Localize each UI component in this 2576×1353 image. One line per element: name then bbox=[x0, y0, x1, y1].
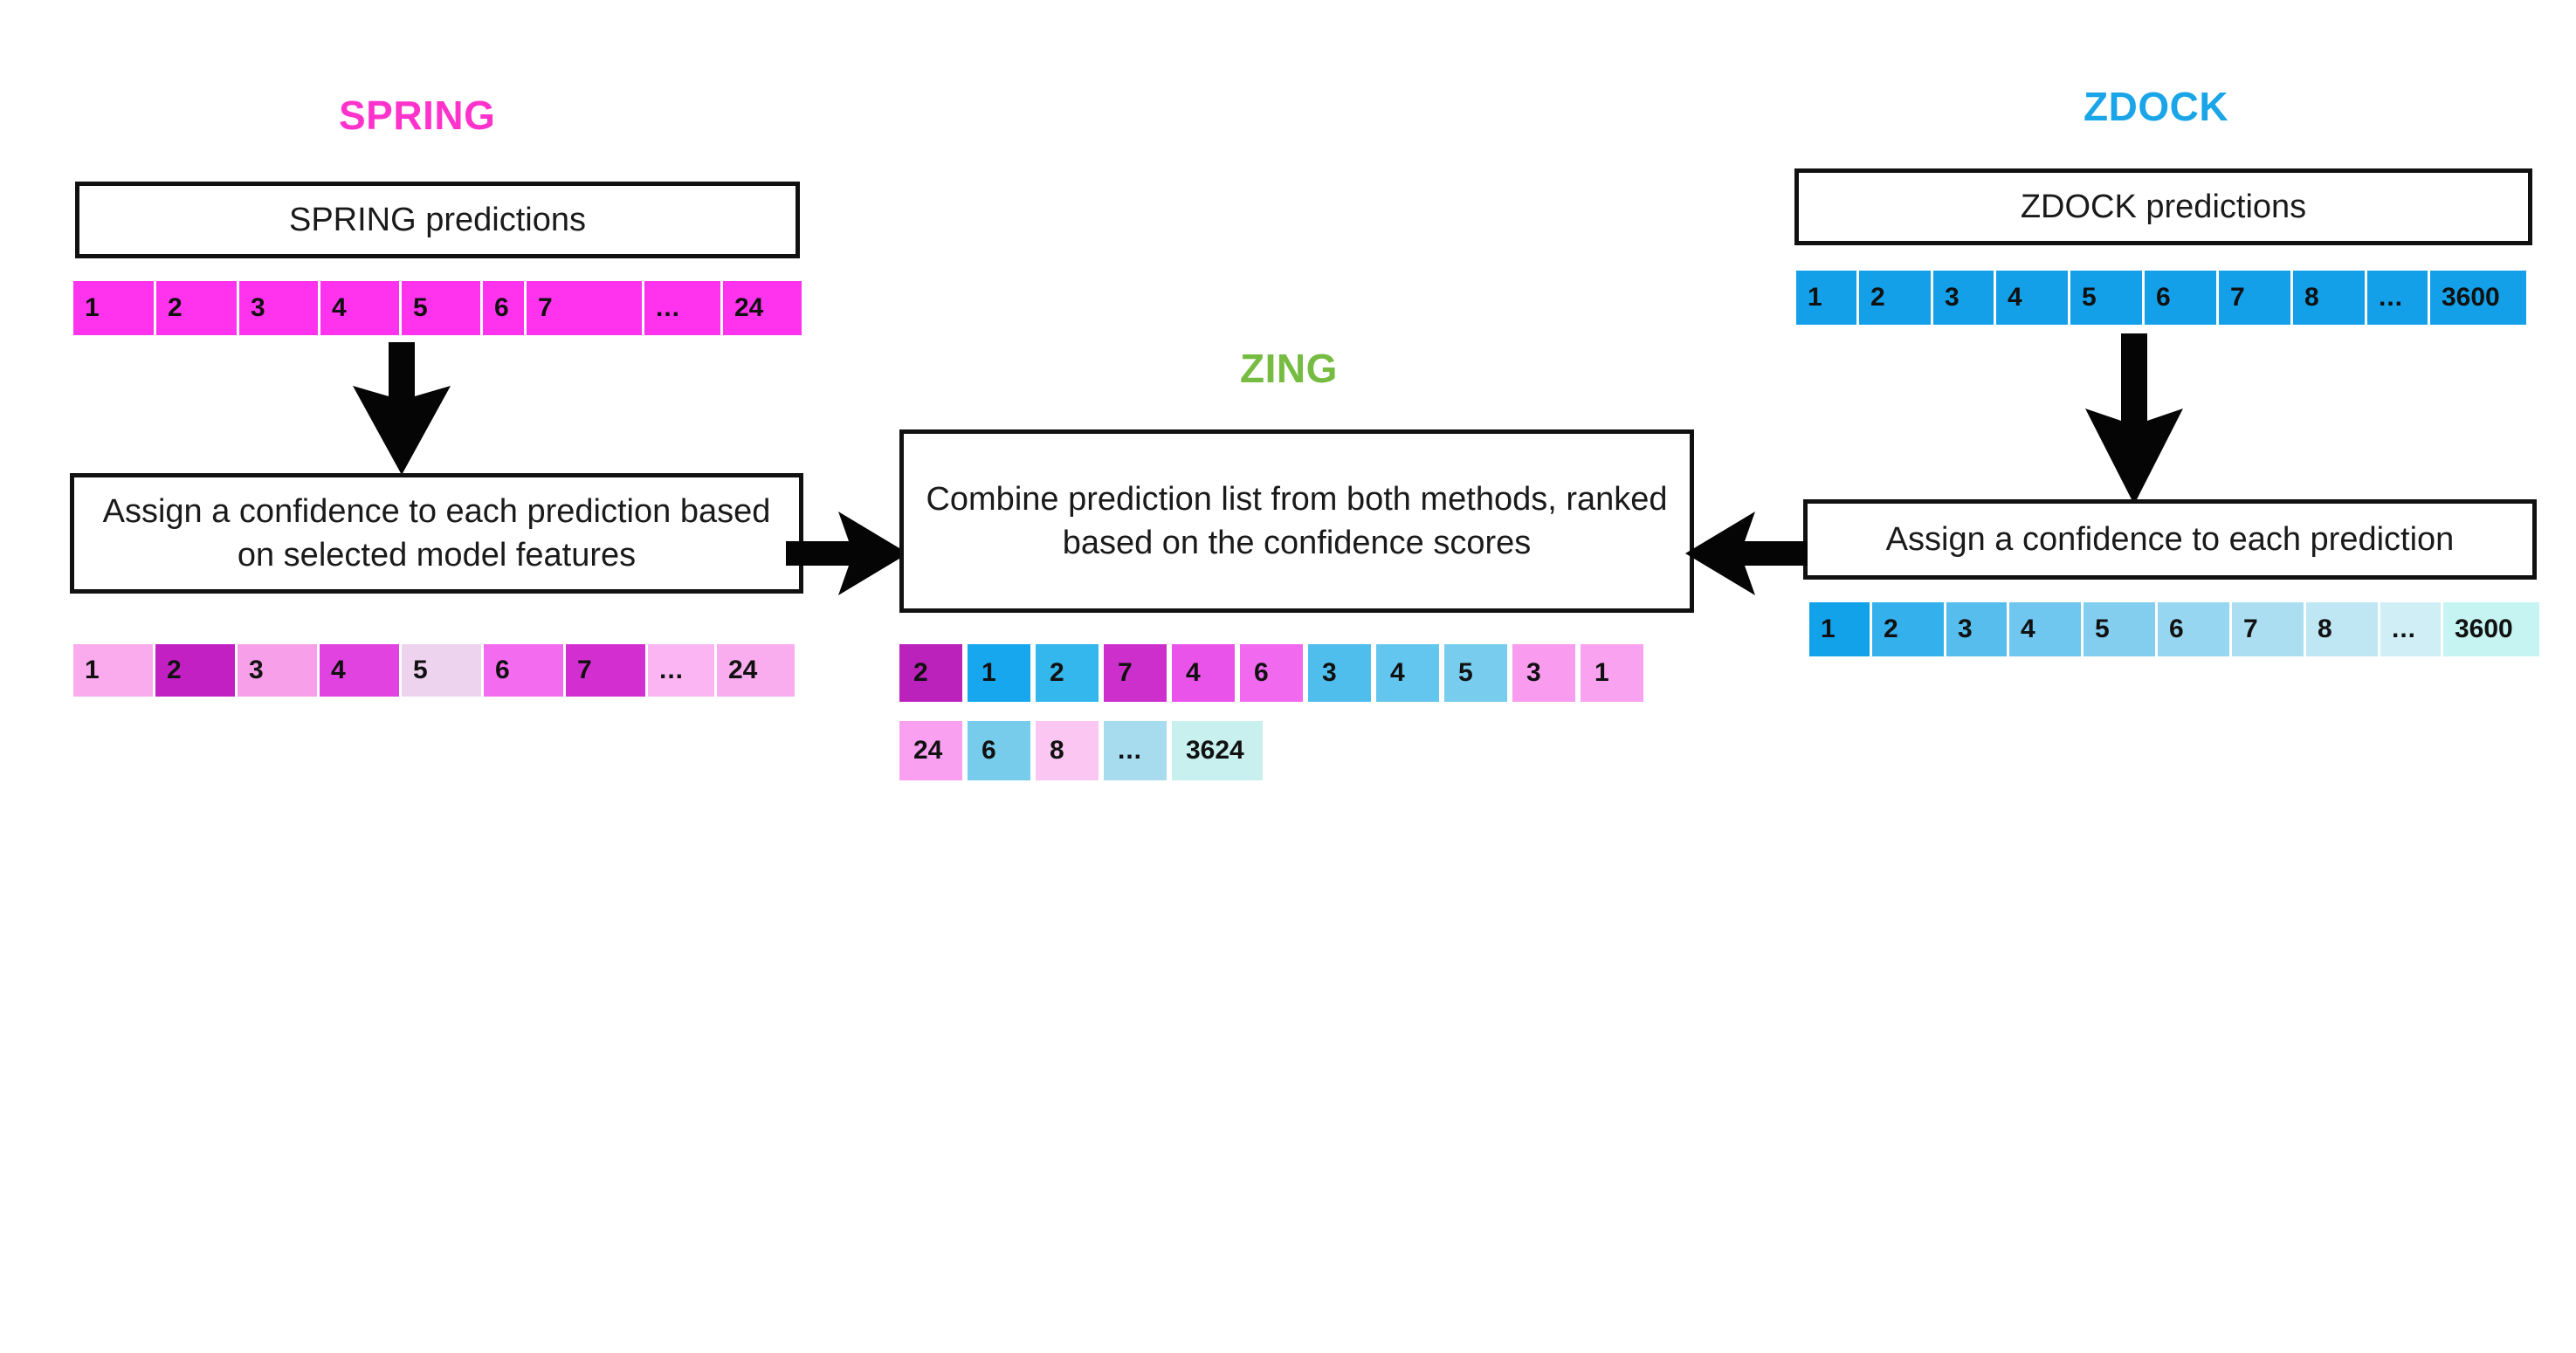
spring-predictions-box: SPRING predictions bbox=[75, 182, 800, 258]
strip-cell: 5 bbox=[402, 281, 483, 335]
strip-cell: 8 bbox=[1036, 721, 1104, 780]
zing-combine-box: Combine prediction list from both method… bbox=[899, 429, 1694, 613]
strip-cell: 3600 bbox=[2443, 602, 2539, 656]
zdock-assign-confidence-box: Assign a confidence to each prediction bbox=[1803, 499, 2537, 580]
strip-cell: 1 bbox=[1581, 644, 1649, 702]
strip-cell: 1 bbox=[1796, 271, 1859, 325]
zdock-predictions-box: ZDOCK predictions bbox=[1794, 168, 2532, 245]
spring-to-zing-arrow-icon bbox=[786, 512, 908, 595]
strip-cell: 1 bbox=[73, 281, 156, 335]
strip-cell: 6 bbox=[1240, 644, 1308, 702]
strip-cell: 5 bbox=[2084, 602, 2158, 656]
strip-cell: 8 bbox=[2293, 271, 2367, 325]
strip-cell: 6 bbox=[968, 721, 1036, 780]
strip-cell: 24 bbox=[717, 644, 795, 697]
spring-branch-title: SPRING bbox=[339, 93, 496, 138]
strip-cell: 24 bbox=[899, 721, 968, 780]
strip-cell: 3 bbox=[1308, 644, 1376, 702]
strip-cell: 7 bbox=[1104, 644, 1172, 702]
strip-cell: 6 bbox=[2158, 602, 2232, 656]
spring-assign-confidence-box: Assign a confidence to each prediction b… bbox=[70, 473, 803, 594]
strip-cell: 3 bbox=[239, 281, 320, 335]
strip-cell: ... bbox=[1104, 721, 1172, 780]
strip-cell: ... bbox=[644, 281, 723, 335]
zdock-down-arrow-icon bbox=[2085, 333, 2183, 505]
zdock-to-zing-arrow-icon bbox=[1685, 512, 1808, 595]
strip-cell: ... bbox=[648, 644, 717, 697]
strip-cell: 3624 bbox=[1172, 721, 1268, 780]
strip-cell: 4 bbox=[1172, 644, 1240, 702]
strip-cell: 3600 bbox=[2430, 271, 2526, 325]
strip-cell: 6 bbox=[2145, 271, 2219, 325]
strip-cell: 1 bbox=[968, 644, 1036, 702]
strip-cell: 4 bbox=[1996, 271, 2070, 325]
strip-cell: 7 bbox=[2219, 271, 2293, 325]
strip-cell: 5 bbox=[2070, 271, 2145, 325]
strip-cell: 24 bbox=[723, 281, 802, 335]
strip-cell: 7 bbox=[527, 281, 644, 335]
strip-cell: 7 bbox=[2232, 602, 2306, 656]
strip-cell: 3 bbox=[1933, 271, 1996, 325]
strip-cell: 2 bbox=[156, 281, 239, 335]
strip-cell: 1 bbox=[1809, 602, 1872, 656]
strip-cell: 4 bbox=[1376, 644, 1444, 702]
strip-cell: 6 bbox=[483, 281, 527, 335]
strip-cell: 2 bbox=[1872, 602, 1946, 656]
strip-cell: 3 bbox=[1946, 602, 2009, 656]
strip-cell: ... bbox=[2380, 602, 2443, 656]
strip-cell: 3 bbox=[1512, 644, 1581, 702]
strip-cell: 8 bbox=[2306, 602, 2380, 656]
strip-cell: 1 bbox=[73, 644, 155, 697]
strip-cell: 7 bbox=[566, 644, 648, 697]
strip-cell: 2 bbox=[899, 644, 968, 702]
strip-cell: ... bbox=[2367, 271, 2430, 325]
strip-cell: 6 bbox=[484, 644, 566, 697]
strip-cell: 2 bbox=[1859, 271, 1933, 325]
strip-cell: 2 bbox=[1036, 644, 1104, 702]
strip-cell: 4 bbox=[2009, 602, 2084, 656]
strip-cell: 3 bbox=[238, 644, 320, 697]
spring-down-arrow-icon bbox=[353, 342, 451, 475]
zdock-branch-title: ZDOCK bbox=[2084, 84, 2229, 129]
zing-title: ZING bbox=[1240, 346, 1338, 391]
strip-cell: 5 bbox=[402, 644, 484, 697]
strip-cell: 2 bbox=[155, 644, 238, 697]
strip-cell: 4 bbox=[320, 281, 402, 335]
strip-cell: 4 bbox=[320, 644, 402, 697]
strip-cell: 5 bbox=[1444, 644, 1512, 702]
